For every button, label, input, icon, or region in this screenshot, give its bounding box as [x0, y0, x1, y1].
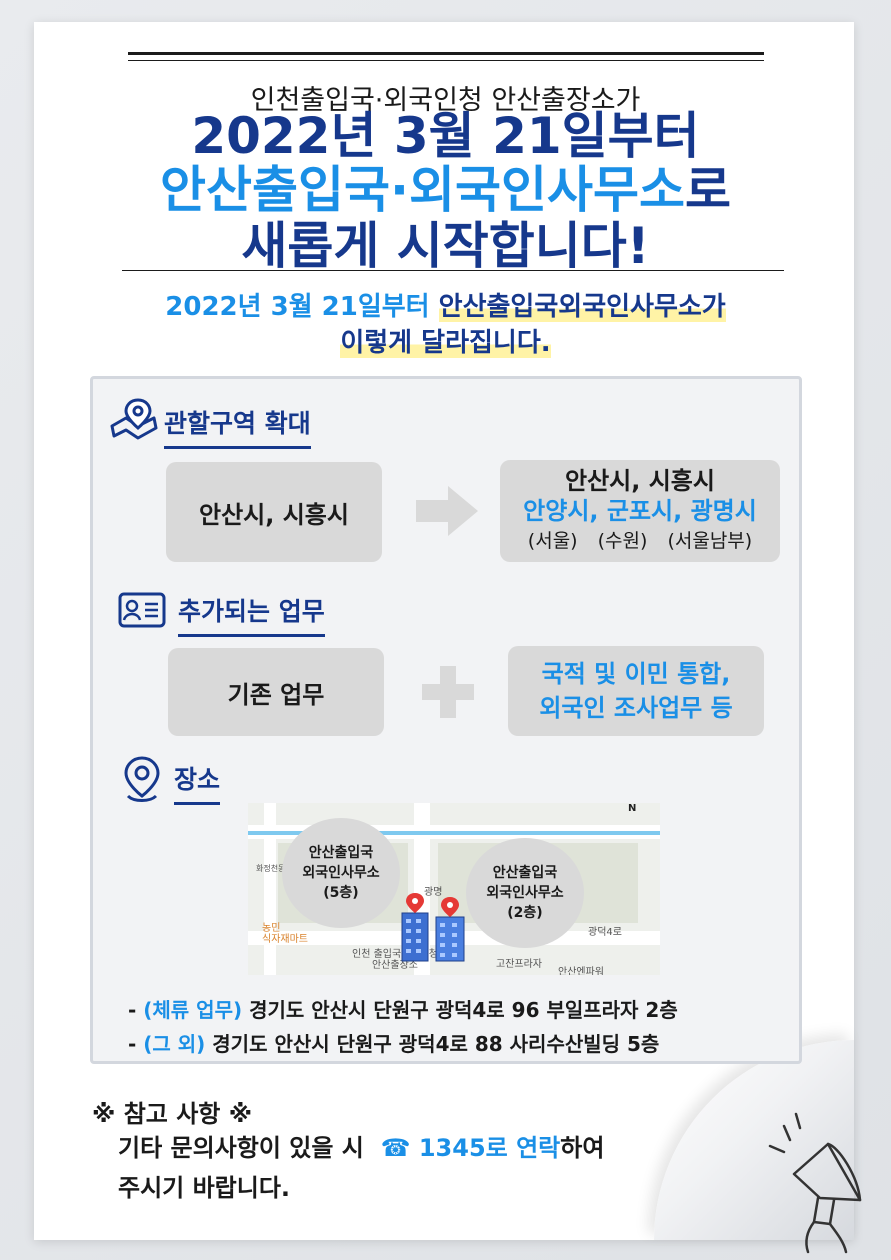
subhead-date: 2022년 3월 21일부터 [165, 292, 430, 322]
mid-rule [122, 270, 784, 271]
address-2-tag: (그 외) [143, 1032, 206, 1056]
note-line-1: 기타 문의사항이 있을 시 ☎ 1345로 연락하여 [118, 1128, 604, 1163]
address-1-tag: (체류 업무) [143, 998, 243, 1022]
top-rule-thick [128, 52, 764, 55]
map-label-store: 농민 식자재마트 [262, 923, 308, 945]
megaphone-icon [768, 1112, 862, 1254]
tasks-existing-box: 기존 업무 [168, 648, 384, 736]
address-line-2: - (그 외) 경기도 안산시 단원구 광덕4로 88 사리수산빌딩 5층 [128, 1032, 660, 1056]
header-office-tail: 로 [685, 161, 731, 219]
header-date-line: 2022년 3월 21일부터 [191, 107, 700, 165]
jurisdiction-before-text: 안산시, 시흥시 [199, 500, 349, 529]
section-title-location: 장소 [174, 760, 221, 805]
top-rule-thin [128, 60, 764, 61]
map-north: N [628, 803, 637, 814]
header-office-name: 안산출입국·외국인사무소 [160, 161, 685, 219]
jurisdiction-after-line1: 안산시, 시흥시 [565, 467, 715, 495]
header-subtitle: 인천출입국·외국인청 안산출장소가 [250, 85, 641, 116]
tasks-existing-text: 기존 업무 [227, 680, 325, 709]
tasks-added-line2: 외국인 조사업무 등 [539, 694, 733, 722]
bubble2-line2: 외국인사무소 [486, 885, 564, 901]
bubble2-line3: (2층) [507, 905, 543, 921]
tasks-added-line1: 국적 및 이민 통합, [541, 660, 731, 688]
tasks-added-box: 국적 및 이민 통합, 외국인 조사업무 등 [508, 646, 764, 736]
id-card-icon [118, 592, 166, 628]
address-1-text: 경기도 안산시 단원구 광덕4로 96 부일프라자 2층 [249, 998, 678, 1022]
jurisdiction-after-box: 안산시, 시흥시 안양시, 군포시, 광명시 (서울) (수원) (서울남부) [500, 460, 780, 562]
subhead-office: 안산출입국외국인사무소가 [438, 292, 726, 322]
subhead-line1: 2022년 3월 21일부터 안산출입국외국인사무소가 [0, 290, 891, 324]
office-bubble-2f: 안산출입국 외국인사무소 (2층) [466, 838, 584, 948]
bubble1-line3: (5층) [323, 885, 359, 901]
bubble1-line2: 외국인사무소 [302, 865, 380, 881]
building-icon [401, 893, 465, 962]
bubble2-line1: 안산출입국 [492, 865, 558, 881]
address-line-1: - (체류 업무) 경기도 안산시 단원구 광덕4로 96 부일프라자 2층 [128, 998, 678, 1022]
map-label-left: 화정천동로 [256, 864, 293, 873]
note-line1-post: 하여 [560, 1134, 605, 1162]
note-phone[interactable]: ☎ 1345로 연락 [380, 1134, 561, 1162]
map-label-road: 광덕4로 [588, 927, 622, 938]
subhead-changes: 이렇게 달라집니다. [340, 328, 551, 358]
note-line-2: 주시기 바랍니다. [118, 1174, 291, 1202]
note-title: ※ 참고 사항 ※ [92, 1100, 253, 1128]
address-2-text: 경기도 안산시 단원구 광덕4로 88 사리수산빌딩 5층 [212, 1032, 660, 1056]
map-label-park: 광명 [424, 887, 443, 898]
map-label-plaza: 고잔프라자 [496, 959, 542, 970]
section-title-jurisdiction: 관할구역 확대 [164, 404, 311, 449]
map-road [264, 803, 276, 975]
bubble1-line1: 안산출입국 [308, 845, 374, 861]
office-bubble-5f: 안산출입국 외국인사무소 (5층) [282, 818, 400, 928]
map-rail-line [248, 831, 660, 835]
subhead-line2: 이렇게 달라집니다. [0, 326, 891, 360]
note-line1-pre: 기타 문의사항이 있을 시 [118, 1134, 364, 1162]
jurisdiction-after-line3: (서울) (수원) (서울남부) [527, 530, 753, 552]
map-pin-area-icon [110, 398, 158, 440]
plus-icon [422, 666, 474, 718]
header-start-line: 새롭게 시작합니다! [241, 217, 650, 275]
map-label-power: 안산엔파워 [558, 967, 604, 975]
jurisdiction-after-line2: 안양시, 군포시, 광명시 [523, 497, 757, 525]
jurisdiction-before-box: 안산시, 시흥시 [166, 462, 382, 562]
arrow-right-icon [416, 486, 478, 536]
location-pin-icon [124, 756, 160, 802]
header-office-line: 안산출입국·외국인사무소로 [0, 162, 891, 218]
section-title-tasks: 추가되는 업무 [178, 592, 325, 637]
